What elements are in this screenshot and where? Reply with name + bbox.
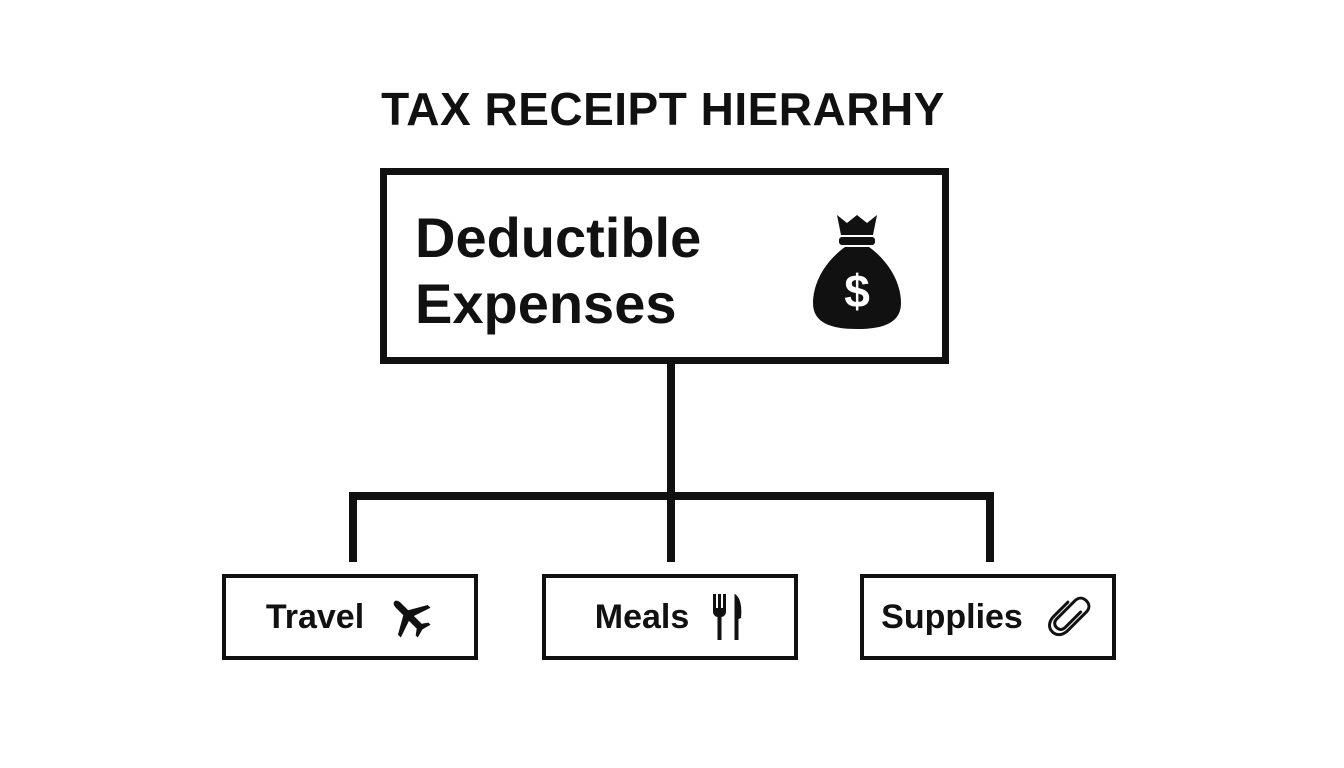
fork-knife-icon — [711, 592, 745, 642]
paperclip-icon — [1045, 592, 1095, 642]
root-node-label: Deductible Expenses — [415, 205, 775, 337]
category-label-travel: Travel — [265, 597, 365, 636]
category-label-supplies: Supplies — [881, 597, 1023, 636]
root-label-line1: Deductible — [415, 206, 702, 269]
diagram-title: TAX RECEIPT HIERARHY — [381, 83, 945, 135]
category-node-travel: Travel — [222, 574, 478, 660]
category-node-meals: Meals — [542, 574, 798, 660]
money-bag-icon: $ — [809, 211, 905, 333]
root-label-line2: Expenses — [415, 272, 677, 335]
category-label-meals: Meals — [594, 597, 690, 636]
airplane-icon — [386, 593, 434, 641]
svg-text:$: $ — [844, 265, 870, 317]
root-node-deductible-expenses: Deductible Expenses $ — [380, 168, 949, 364]
category-node-supplies: Supplies — [860, 574, 1116, 660]
